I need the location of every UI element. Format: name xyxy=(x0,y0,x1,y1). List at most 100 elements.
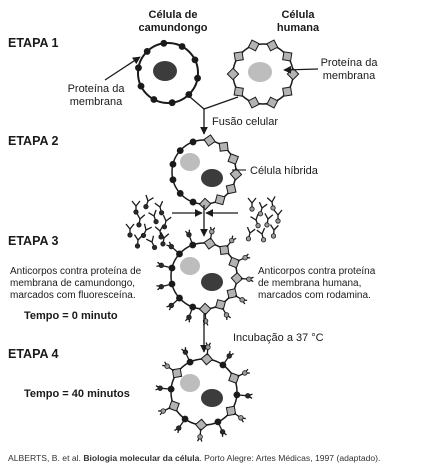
human-membrane-protein xyxy=(228,372,240,384)
fluorescein-antibody xyxy=(184,309,193,323)
mouse-membrane-protein xyxy=(167,385,175,393)
mouse-membrane-protein xyxy=(214,418,222,426)
human-membrane-protein xyxy=(200,352,214,366)
human-membrane-protein xyxy=(266,39,279,52)
human-membrane-protein xyxy=(219,244,230,256)
rhodamine-antibody xyxy=(237,368,250,377)
svg-text:marcados com rodamina.: marcados com rodamina. xyxy=(258,290,371,301)
mouse-membrane-protein xyxy=(189,303,197,311)
human-membrane-protein xyxy=(203,237,216,250)
mouse-membrane-protein xyxy=(186,358,194,366)
mouse-membrane-protein xyxy=(189,138,197,146)
antibody-arrows xyxy=(172,205,238,237)
rhodamine-antibody xyxy=(273,209,283,224)
membrane-protein-label-left: Proteína da membrana xyxy=(68,83,126,108)
human-membrane-protein xyxy=(225,183,237,195)
human-membrane-protein xyxy=(282,86,293,97)
svg-text:membrana de camundongo,: membrana de camundongo, xyxy=(10,278,135,289)
human-membrane-proteins xyxy=(226,39,300,109)
pointer-arrow-human xyxy=(283,65,319,74)
fluorescein-antibody xyxy=(166,241,178,253)
human-membrane-protein xyxy=(198,302,212,316)
mouse-membrane-proteins xyxy=(135,39,201,107)
svg-text:membrana: membrana xyxy=(70,96,123,108)
human-membrane-protein xyxy=(229,167,243,181)
human-membrane-protein xyxy=(198,197,212,211)
svg-text:Célula de: Célula de xyxy=(149,9,198,21)
hybrid-membrane-proteins xyxy=(169,134,243,211)
mouse-membrane-protein xyxy=(176,294,183,302)
mouse-cell-title: Célula de camundongo xyxy=(138,9,207,34)
human-membrane-protein xyxy=(168,400,180,412)
labelled-cell-forty-minutes xyxy=(155,342,253,442)
rhodamine-antibodies xyxy=(245,196,283,243)
mouse-membrane-protein xyxy=(191,56,199,64)
incubation-label: Incubação a 37 °C xyxy=(233,332,324,344)
fluorescein-antibody xyxy=(184,229,193,243)
step-2-label: ETAPA 2 xyxy=(8,134,59,148)
mouse-membrane-protein xyxy=(169,176,177,184)
hybrid-cell-label: Célula híbrida xyxy=(250,165,319,177)
human-membrane-protein xyxy=(247,39,260,52)
human-membrane-protein xyxy=(233,51,244,62)
hybrid-cell xyxy=(169,134,243,211)
human-membrane-protein xyxy=(233,86,244,97)
mouse-membrane-protein xyxy=(233,391,241,399)
rhodamine-antibody xyxy=(162,361,175,372)
human-membrane-protein xyxy=(203,134,216,147)
rhodamine-antibody xyxy=(233,412,246,423)
svg-text:humana: humana xyxy=(277,22,320,34)
fluorescein-antibody xyxy=(148,209,159,225)
human-membrane-protein xyxy=(225,405,237,417)
fluorescein-antibody xyxy=(156,261,170,269)
rhodamine-antibody xyxy=(235,295,248,305)
mouse-membrane-protein xyxy=(178,43,186,50)
mouse-cell xyxy=(135,39,201,107)
fluorescein-antibody xyxy=(166,299,178,311)
svg-text:Anticorpos contra proteína: Anticorpos contra proteína xyxy=(258,266,376,277)
fluorescein-antibody xyxy=(181,347,190,360)
bound-antibodies-forty-minutes xyxy=(155,342,253,442)
antibodies-rhodamine-label: Anticorpos contra proteína de membrana h… xyxy=(258,266,376,301)
human-membrane-protein xyxy=(266,96,279,109)
fluorescein-antibody xyxy=(145,235,158,251)
fluorescein-antibody xyxy=(140,223,153,239)
svg-text:Proteína da: Proteína da xyxy=(321,57,379,69)
mouse-membrane-protein xyxy=(168,264,176,272)
fluorescein-antibody xyxy=(133,234,143,249)
fluorescein-antibody xyxy=(174,421,184,434)
source-caption: ALBERTS, B. et al. Biologia molecular da… xyxy=(8,453,381,463)
pointer-arrow-mouse xyxy=(104,56,141,81)
svg-text:membrana: membrana xyxy=(323,70,376,82)
rhodamine-antibody xyxy=(257,201,268,217)
svg-text:de membrana humana,: de membrana humana, xyxy=(258,278,361,289)
fluorescein-antibody xyxy=(155,385,169,391)
cell-fusion-label: Fusão celular xyxy=(212,116,278,128)
mouse-membrane-protein xyxy=(135,64,142,72)
fluorescein-antibody xyxy=(156,283,170,291)
fluorescein-antibody xyxy=(154,200,165,216)
time-forty-label: Tempo = 40 minutos xyxy=(24,388,130,400)
svg-text:Anticorpos contra proteína de: Anticorpos contra proteína de xyxy=(10,266,142,277)
rhodamine-antibody xyxy=(264,213,274,228)
mouse-membrane-protein xyxy=(143,48,151,55)
rhodamine-antibody xyxy=(250,213,261,229)
fluorescein-antibody xyxy=(136,213,146,228)
mouse-membrane-protein xyxy=(160,39,168,47)
step-4-label: ETAPA 4 xyxy=(8,347,59,361)
human-membrane-protein xyxy=(226,288,238,299)
time-zero-label: Tempo = 0 minuto xyxy=(24,310,118,322)
human-membrane-protein xyxy=(194,418,208,432)
rhodamine-antibody xyxy=(209,226,216,240)
human-membrane-protein xyxy=(218,141,229,152)
bound-antibodies-time-zero xyxy=(156,226,254,326)
rhodamine-antibody xyxy=(269,224,279,239)
fluorescein-antibody xyxy=(143,194,154,210)
svg-text:camundongo: camundongo xyxy=(138,22,207,34)
mouse-membrane-protein xyxy=(168,99,176,107)
human-membrane-protein xyxy=(214,299,227,311)
human-membrane-protein xyxy=(228,256,240,269)
human-membrane-protein xyxy=(282,51,293,62)
rhodamine-antibody xyxy=(247,197,257,212)
